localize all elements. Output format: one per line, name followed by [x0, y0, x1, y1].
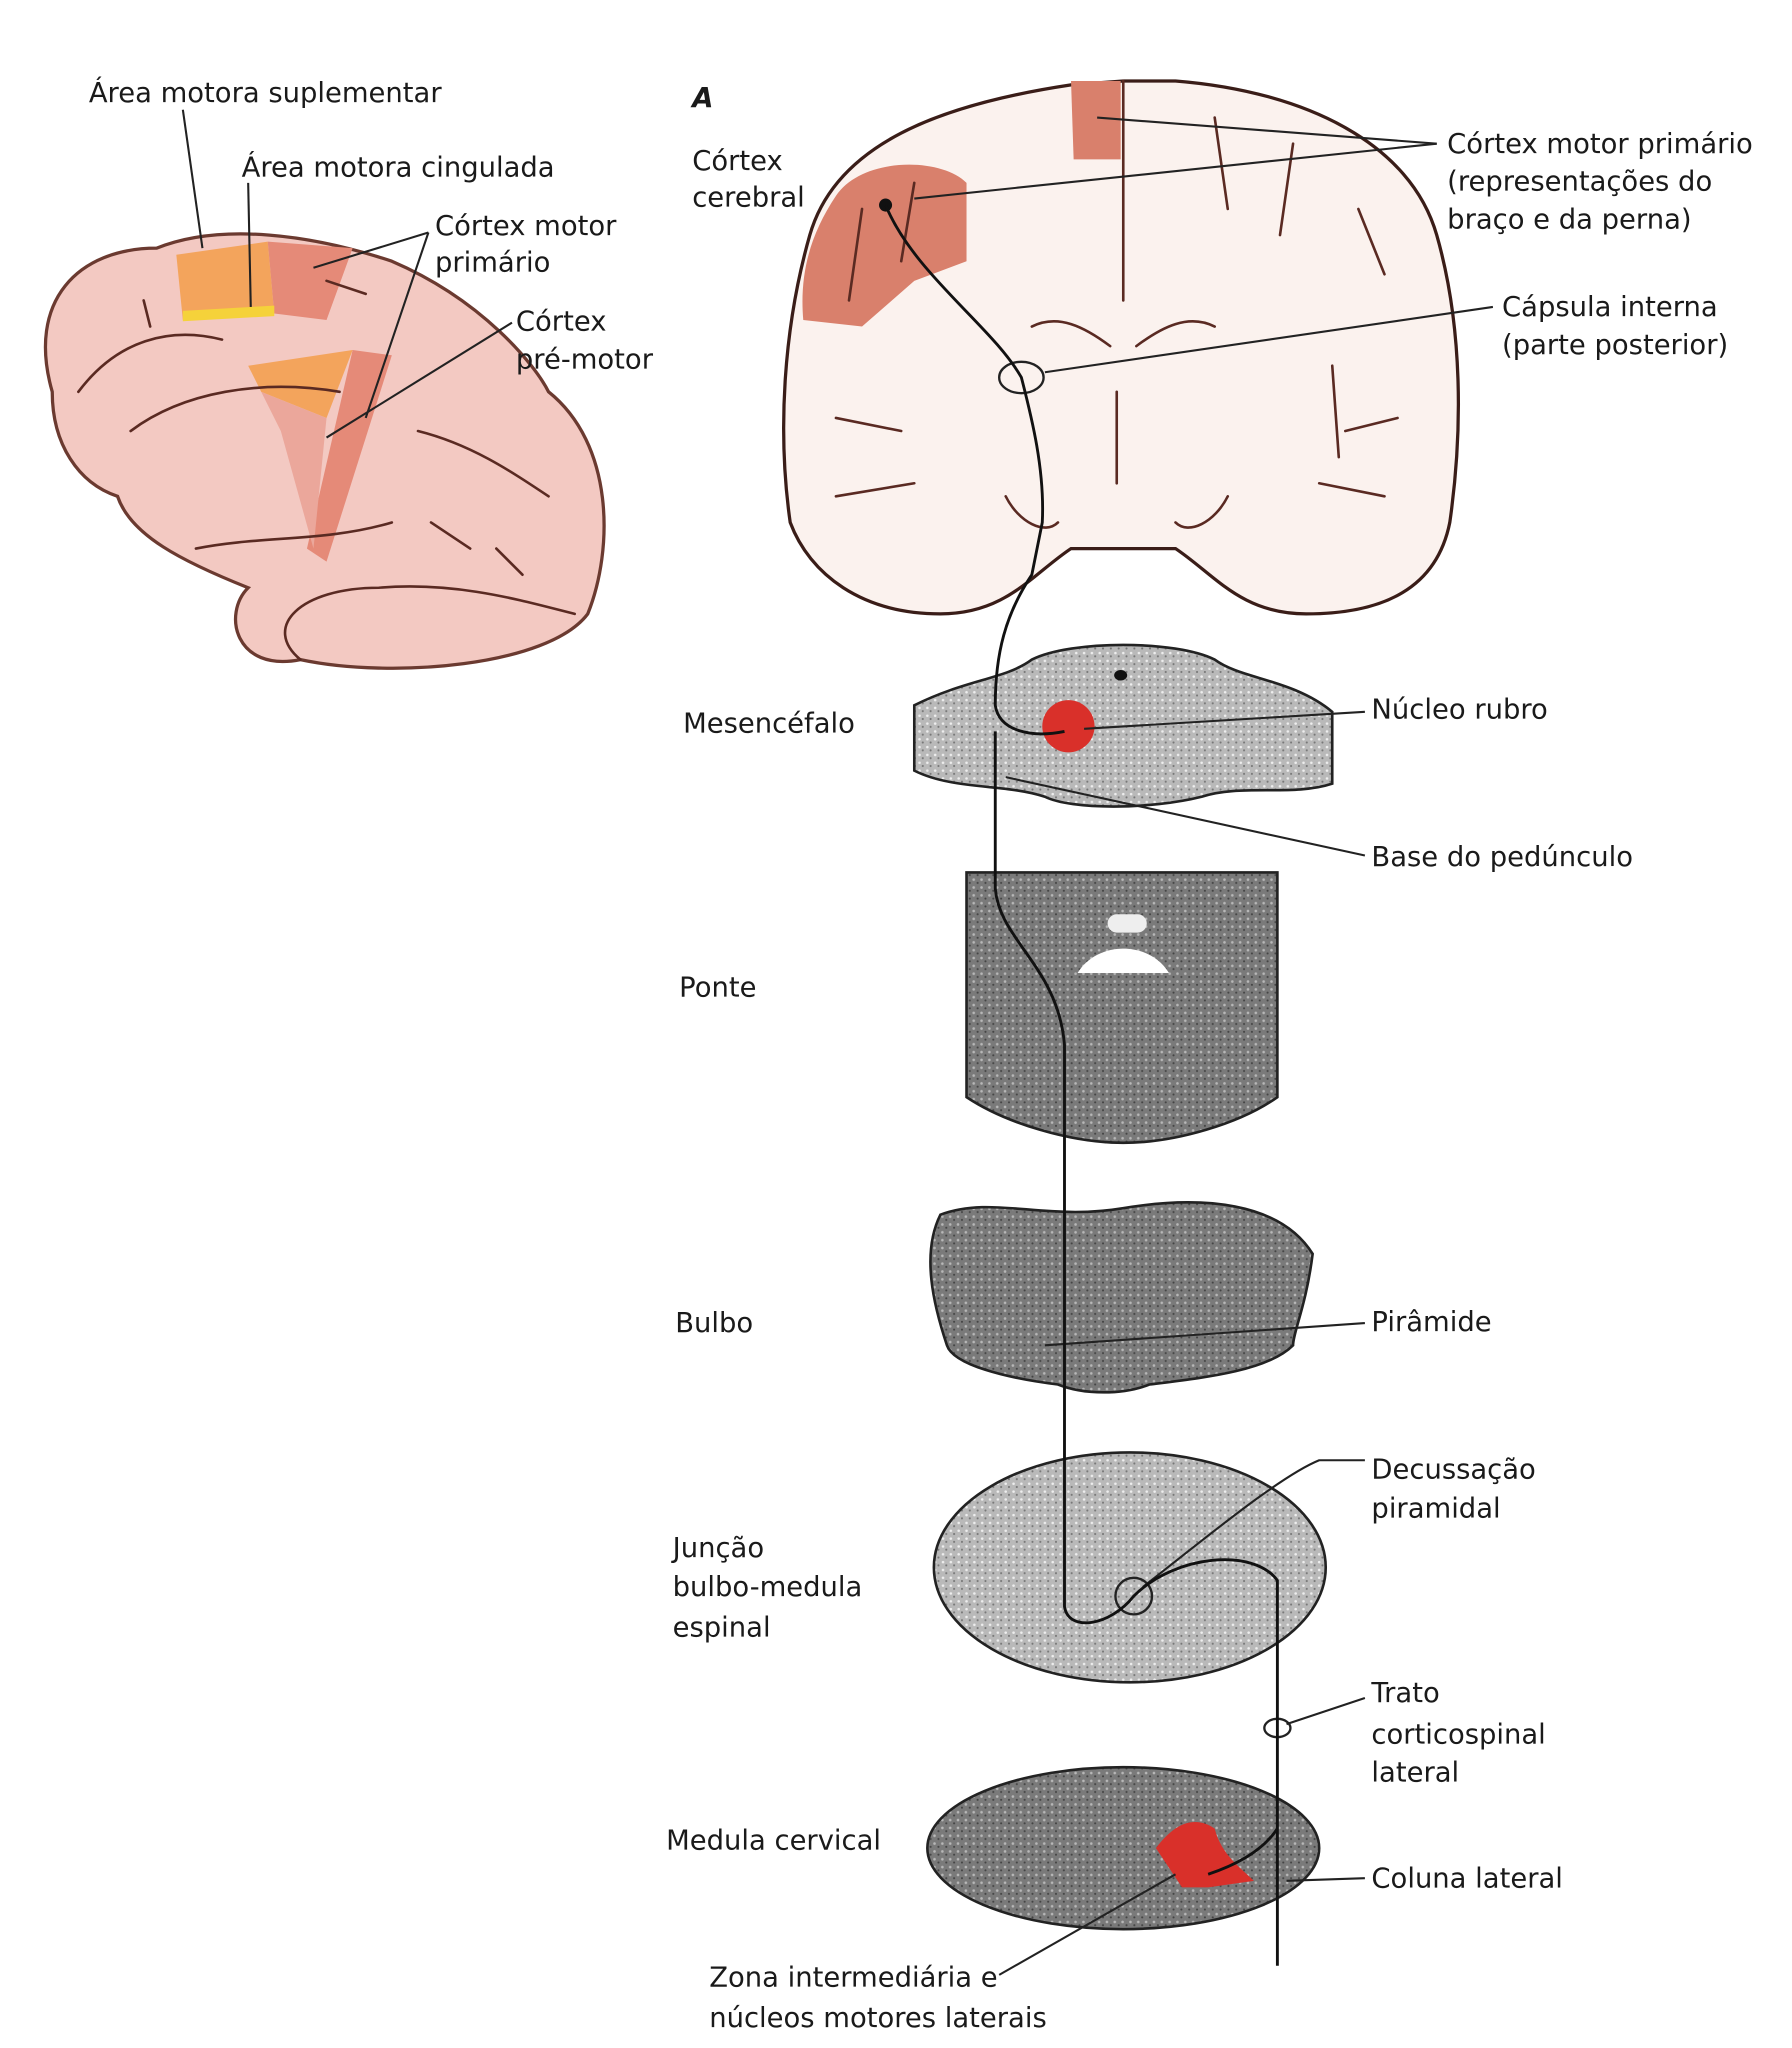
label-lateral-tract-2: corticospinal: [1371, 1720, 1545, 1751]
label-lateral-column: Coluna lateral: [1371, 1863, 1562, 1894]
medullary-spinal-junction-section: [932, 1451, 1328, 1684]
label-primary-motor-cortex-a: Córtex motor primário: [1447, 129, 1753, 160]
medial-brain-illustration: [43, 109, 606, 670]
coronal-brain-section: [782, 79, 1460, 616]
label-medulla: Bulbo: [675, 1308, 753, 1339]
label-lateral-tract-1: Trato: [1370, 1678, 1439, 1709]
label-primary-motor-cortex-2: primário: [435, 248, 550, 279]
label-peduncle-base: Base do pedúnculo: [1371, 842, 1633, 873]
label-premotor-cortex-2: pré-motor: [516, 344, 654, 375]
red-nucleus: [1042, 700, 1095, 753]
label-cingulate-motor-area: Área motora cingulada: [242, 151, 555, 183]
internal-capsule-marker: [998, 360, 1045, 395]
label-decussation-1: Decussação: [1371, 1455, 1535, 1486]
panel-letter: A: [690, 83, 713, 114]
label-pyramid: Pirâmide: [1371, 1307, 1491, 1338]
label-primary-motor-cortex-c: braço e da perna): [1447, 205, 1691, 236]
label-decussation-2: piramidal: [1371, 1494, 1500, 1525]
label-internal-capsule-2: (parte posterior): [1502, 330, 1728, 361]
label-supplementary-motor-area: Área motora suplementar: [89, 77, 443, 109]
medulla-section: [929, 1201, 1315, 1394]
label-intermediate-zone-2: núcleos motores laterais: [709, 2003, 1047, 2034]
pons-section: [965, 871, 1279, 1145]
label-cerebral-cortex-2: cerebral: [692, 182, 805, 213]
label-premotor-cortex-1: Córtex: [516, 306, 607, 337]
lateral-motor-nuclei: [1155, 1822, 1254, 1888]
label-lateral-tract-3: lateral: [1371, 1758, 1459, 1789]
corticospinal-tract-line: [884, 204, 1279, 1966]
cingulate-motor-area: [182, 305, 275, 322]
label-primary-motor-cortex-1: Córtex motor: [435, 211, 617, 242]
cervical-cord-section: [926, 1717, 1321, 1931]
decussation-marker: [1114, 1576, 1154, 1616]
label-intermediate-zone-1: Zona intermediária e: [709, 1963, 997, 1994]
label-midbrain: Mesencéfalo: [683, 709, 855, 740]
label-pons: Ponte: [679, 973, 756, 1004]
label-cerebral-cortex-1: Córtex: [692, 146, 783, 177]
label-red-nucleus: Núcleo rubro: [1371, 694, 1547, 725]
label-junction-3: espinal: [673, 1613, 771, 1644]
label-junction-2: bulbo-medula: [673, 1572, 863, 1603]
label-junction-1: Junção: [671, 1533, 764, 1564]
label-cervical-cord: Medula cervical: [666, 1825, 881, 1856]
label-internal-capsule-1: Cápsula interna: [1502, 292, 1718, 323]
label-primary-motor-cortex-b: (representações do: [1447, 167, 1712, 198]
